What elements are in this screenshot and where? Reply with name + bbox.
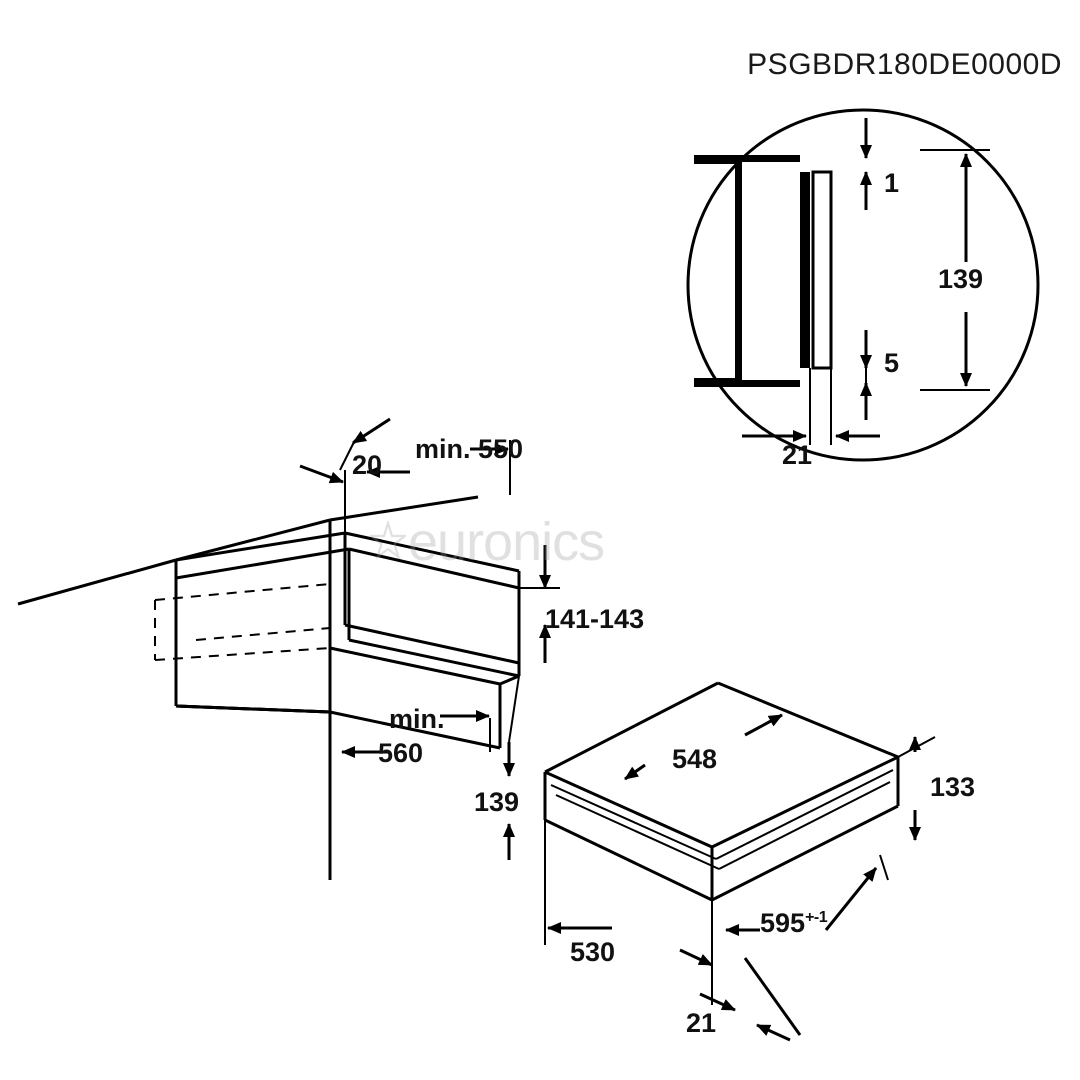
dimension-label-niche-141-143: 141-143 [545,604,645,634]
dimension-label-niche-20: 20 [352,450,383,480]
dimension-label-app-139: 139 [474,787,520,817]
dimension-label-app-548: 548 [672,744,718,774]
dimension-label-niche-560: 560 [378,738,424,768]
dimension-label-app-595: 595+-1 [760,908,828,939]
dimension-label-niche-min: min. [389,704,445,734]
dimension-label-detail-139: 139 [938,264,984,294]
app-595-tolerance: +-1 [805,909,828,926]
dimension-label-detail-21: 21 [782,440,813,470]
dimension-label-detail-5: 5 [884,348,900,378]
cabinet-niche-group [17,417,560,880]
dimension-label-detail-1: 1 [884,168,900,198]
dimension-label-app-21: 21 [686,1008,717,1038]
app-595-value: 595 [760,908,806,938]
model-code: PSGBDR180DE0000D [747,48,1062,81]
dimension-label-app-133: 133 [930,772,976,802]
appliance-group [503,675,936,1042]
detail-circle-group [686,108,1040,462]
dimension-label-niche-min-550: min. 550 [415,434,524,464]
dimension-label-app-530: 530 [570,937,616,967]
